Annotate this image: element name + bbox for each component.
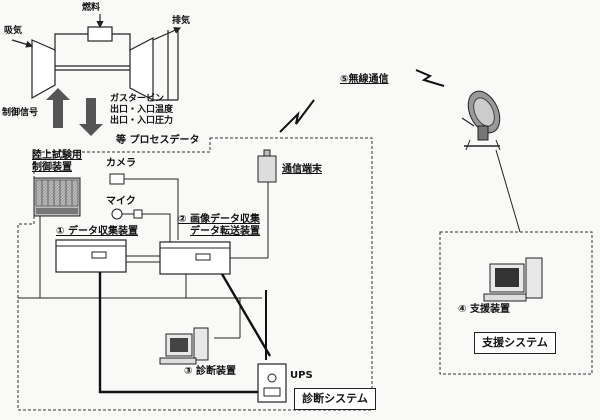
- wireless-label: ⑤無線通信: [340, 74, 389, 85]
- support-system-border: [439, 231, 593, 375]
- diagnosis-system-label: 診断システム: [294, 388, 376, 410]
- exhaust-label: 排気: [172, 16, 191, 26]
- control-device-label-line1: 陸上試験用: [32, 150, 82, 161]
- control-device-label-line2: 制御装置: [32, 162, 72, 173]
- gas-turbine-label: ガスタービン: [110, 94, 165, 104]
- control-signal-label: 制御信号: [2, 108, 39, 118]
- fuel-label: 燃料: [82, 3, 101, 13]
- satellite-dish-icon: [461, 90, 501, 151]
- comm-terminal-label: 通信端末: [282, 164, 322, 175]
- connection-lines: [18, 182, 269, 339]
- diagnosis-system-border: [17, 137, 373, 411]
- microphone-icon: [111, 208, 143, 220]
- data-collector-box: [55, 239, 127, 273]
- comm-terminal-icon: [257, 149, 277, 183]
- image-device-label-line1: ② 画像データ収集: [178, 214, 260, 225]
- data-collector-label: ① データ収集装置: [56, 226, 138, 237]
- support-device-label: ④ 支援装置: [458, 304, 510, 315]
- wireless-lightning-right: [415, 69, 445, 87]
- camera-label: カメラ: [106, 158, 136, 169]
- turbine-shape: [129, 37, 154, 101]
- image-transfer-box: [159, 241, 231, 275]
- control-device-rack: [33, 177, 81, 217]
- process-data-label: 等 プロセスデータ: [116, 135, 200, 146]
- camera-icon: [109, 173, 125, 185]
- support-pc-icon: [483, 257, 543, 302]
- down-arrow: [79, 98, 103, 136]
- ups-box: [257, 363, 287, 403]
- combustor-box: [87, 26, 113, 42]
- control-signal-arrows: [46, 88, 103, 136]
- diagnosis-device-label: ③ 診断装置: [184, 366, 236, 377]
- intake-label: 吸気: [4, 26, 23, 36]
- support-system-label: 支援システム: [474, 332, 556, 354]
- up-arrow: [46, 88, 70, 128]
- gas-turbine-schematic: [11, 14, 182, 101]
- image-device-label-line2: データ転送装置: [190, 226, 260, 237]
- wireless-lightning-left: [279, 99, 315, 133]
- mic-label: マイク: [106, 196, 136, 207]
- diagnosis-pc-icon: [159, 327, 209, 365]
- ups-label: UPS: [290, 370, 313, 381]
- inlet-outlet-temp-label: 出口・入口温度: [110, 105, 174, 115]
- inlet-outlet-pressure-label: 出口・入口圧力: [110, 116, 174, 126]
- compressor-shape: [31, 39, 56, 100]
